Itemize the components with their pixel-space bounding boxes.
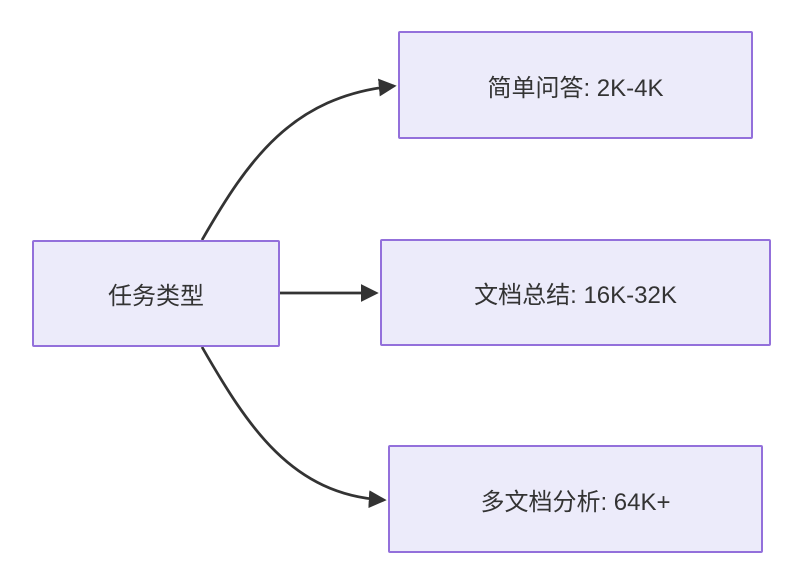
node-doc-summary: 文档总结: 16K-32K xyxy=(380,239,771,346)
node-doc-summary-label: 文档总结: 16K-32K xyxy=(474,282,677,309)
node-task-type: 任务类型 xyxy=(32,240,280,347)
node-simple-qa-label: 简单问答: 2K-4K xyxy=(487,74,664,102)
node-multi-doc-label: 多文档分析: 64K+ xyxy=(480,488,671,516)
node-simple-qa: 简单问答: 2K-4K xyxy=(398,31,753,139)
edge-root-to-multi-doc xyxy=(200,346,387,509)
edge-root-to-simple-qa xyxy=(200,78,397,241)
node-task-type-label: 任务类型 xyxy=(108,283,204,310)
node-multi-doc: 多文档分析: 64K+ xyxy=(388,445,763,553)
